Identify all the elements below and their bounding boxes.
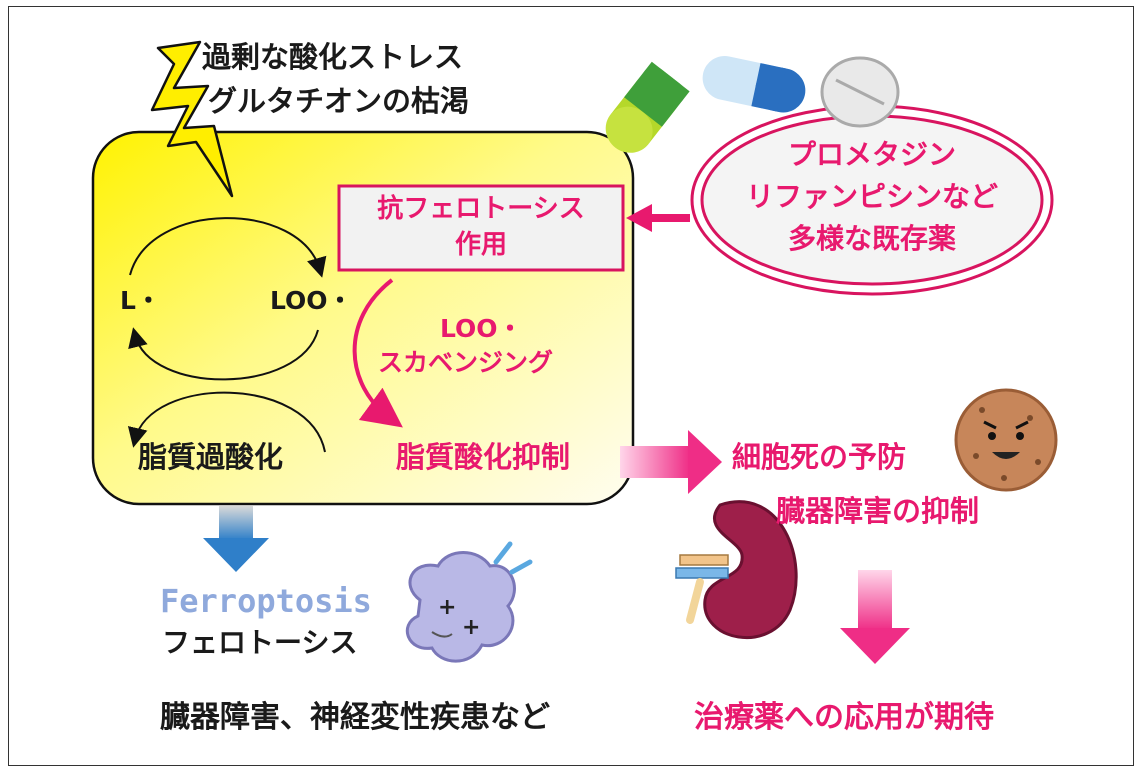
blue-capsule-icon <box>702 55 806 113</box>
tablet-icon <box>820 56 900 128</box>
svg-text:+: + <box>462 615 480 640</box>
diagram-frame <box>8 6 1134 766</box>
drugs-line3: 多様な既存薬 <box>787 222 956 255</box>
inhibition-arrow-shaft <box>620 446 690 478</box>
cell-death-prevention-label: 細胞死の予防 <box>732 440 907 474</box>
cycle-top-arrow <box>129 217 327 278</box>
healthy-cell-face-icon <box>954 388 1058 492</box>
ferroptosis-arrow-shaft <box>219 506 253 540</box>
diseases-label: 臓器障害、神経変性疾患など <box>160 700 550 735</box>
green-capsule-icon <box>605 61 690 153</box>
therapy-arrow-head <box>840 628 910 664</box>
anti-ferroptosis-line2: 作用 <box>454 230 507 260</box>
ferroptosis-japanese-label: フェロトーシス <box>162 626 358 659</box>
cycle-mid-arrow <box>128 327 319 381</box>
svg-text:+: + <box>438 595 456 620</box>
scavenging-line2: スカベンジング <box>378 348 554 377</box>
inhibition-arrow-head <box>688 430 722 494</box>
therapy-expectation-label: 治療薬への応用が期待 <box>694 700 994 735</box>
drugs-line1: プロメタジン <box>787 138 956 171</box>
ferroptosis-arrow-head <box>203 538 269 572</box>
lipid-peroxidation-label: 脂質過酸化 <box>138 440 284 474</box>
drug-to-box-arrow-head <box>626 204 652 232</box>
cycle-bottom-arrow <box>127 391 326 453</box>
scavenging-arrow <box>352 278 403 428</box>
trigger-line2: グルタチオンの枯渇 <box>208 84 470 118</box>
inhibition-label: 脂質酸化抑制 <box>396 440 571 474</box>
scavenging-line1: LOO・ <box>440 314 523 343</box>
therapy-arrow-shaft <box>858 570 892 630</box>
lightning-icon <box>150 40 234 198</box>
ferroptotic-cell-icon: + + <box>405 541 533 663</box>
l-radical-label: L・ <box>120 286 161 315</box>
drugs-line2: リファンピシンなど <box>745 180 998 213</box>
ferroptosis-english-label: Ferroptosis <box>160 582 372 620</box>
anti-ferroptosis-box <box>337 184 625 272</box>
kidney-icon <box>675 500 798 639</box>
trigger-line1: 過剰な酸化ストレス <box>202 40 464 74</box>
loo-radical-label: LOO・ <box>270 286 353 315</box>
anti-ferroptosis-line1: 抗フェロトーシス <box>377 194 585 224</box>
organ-damage-suppression-label: 臓器障害の抑制 <box>776 494 980 528</box>
